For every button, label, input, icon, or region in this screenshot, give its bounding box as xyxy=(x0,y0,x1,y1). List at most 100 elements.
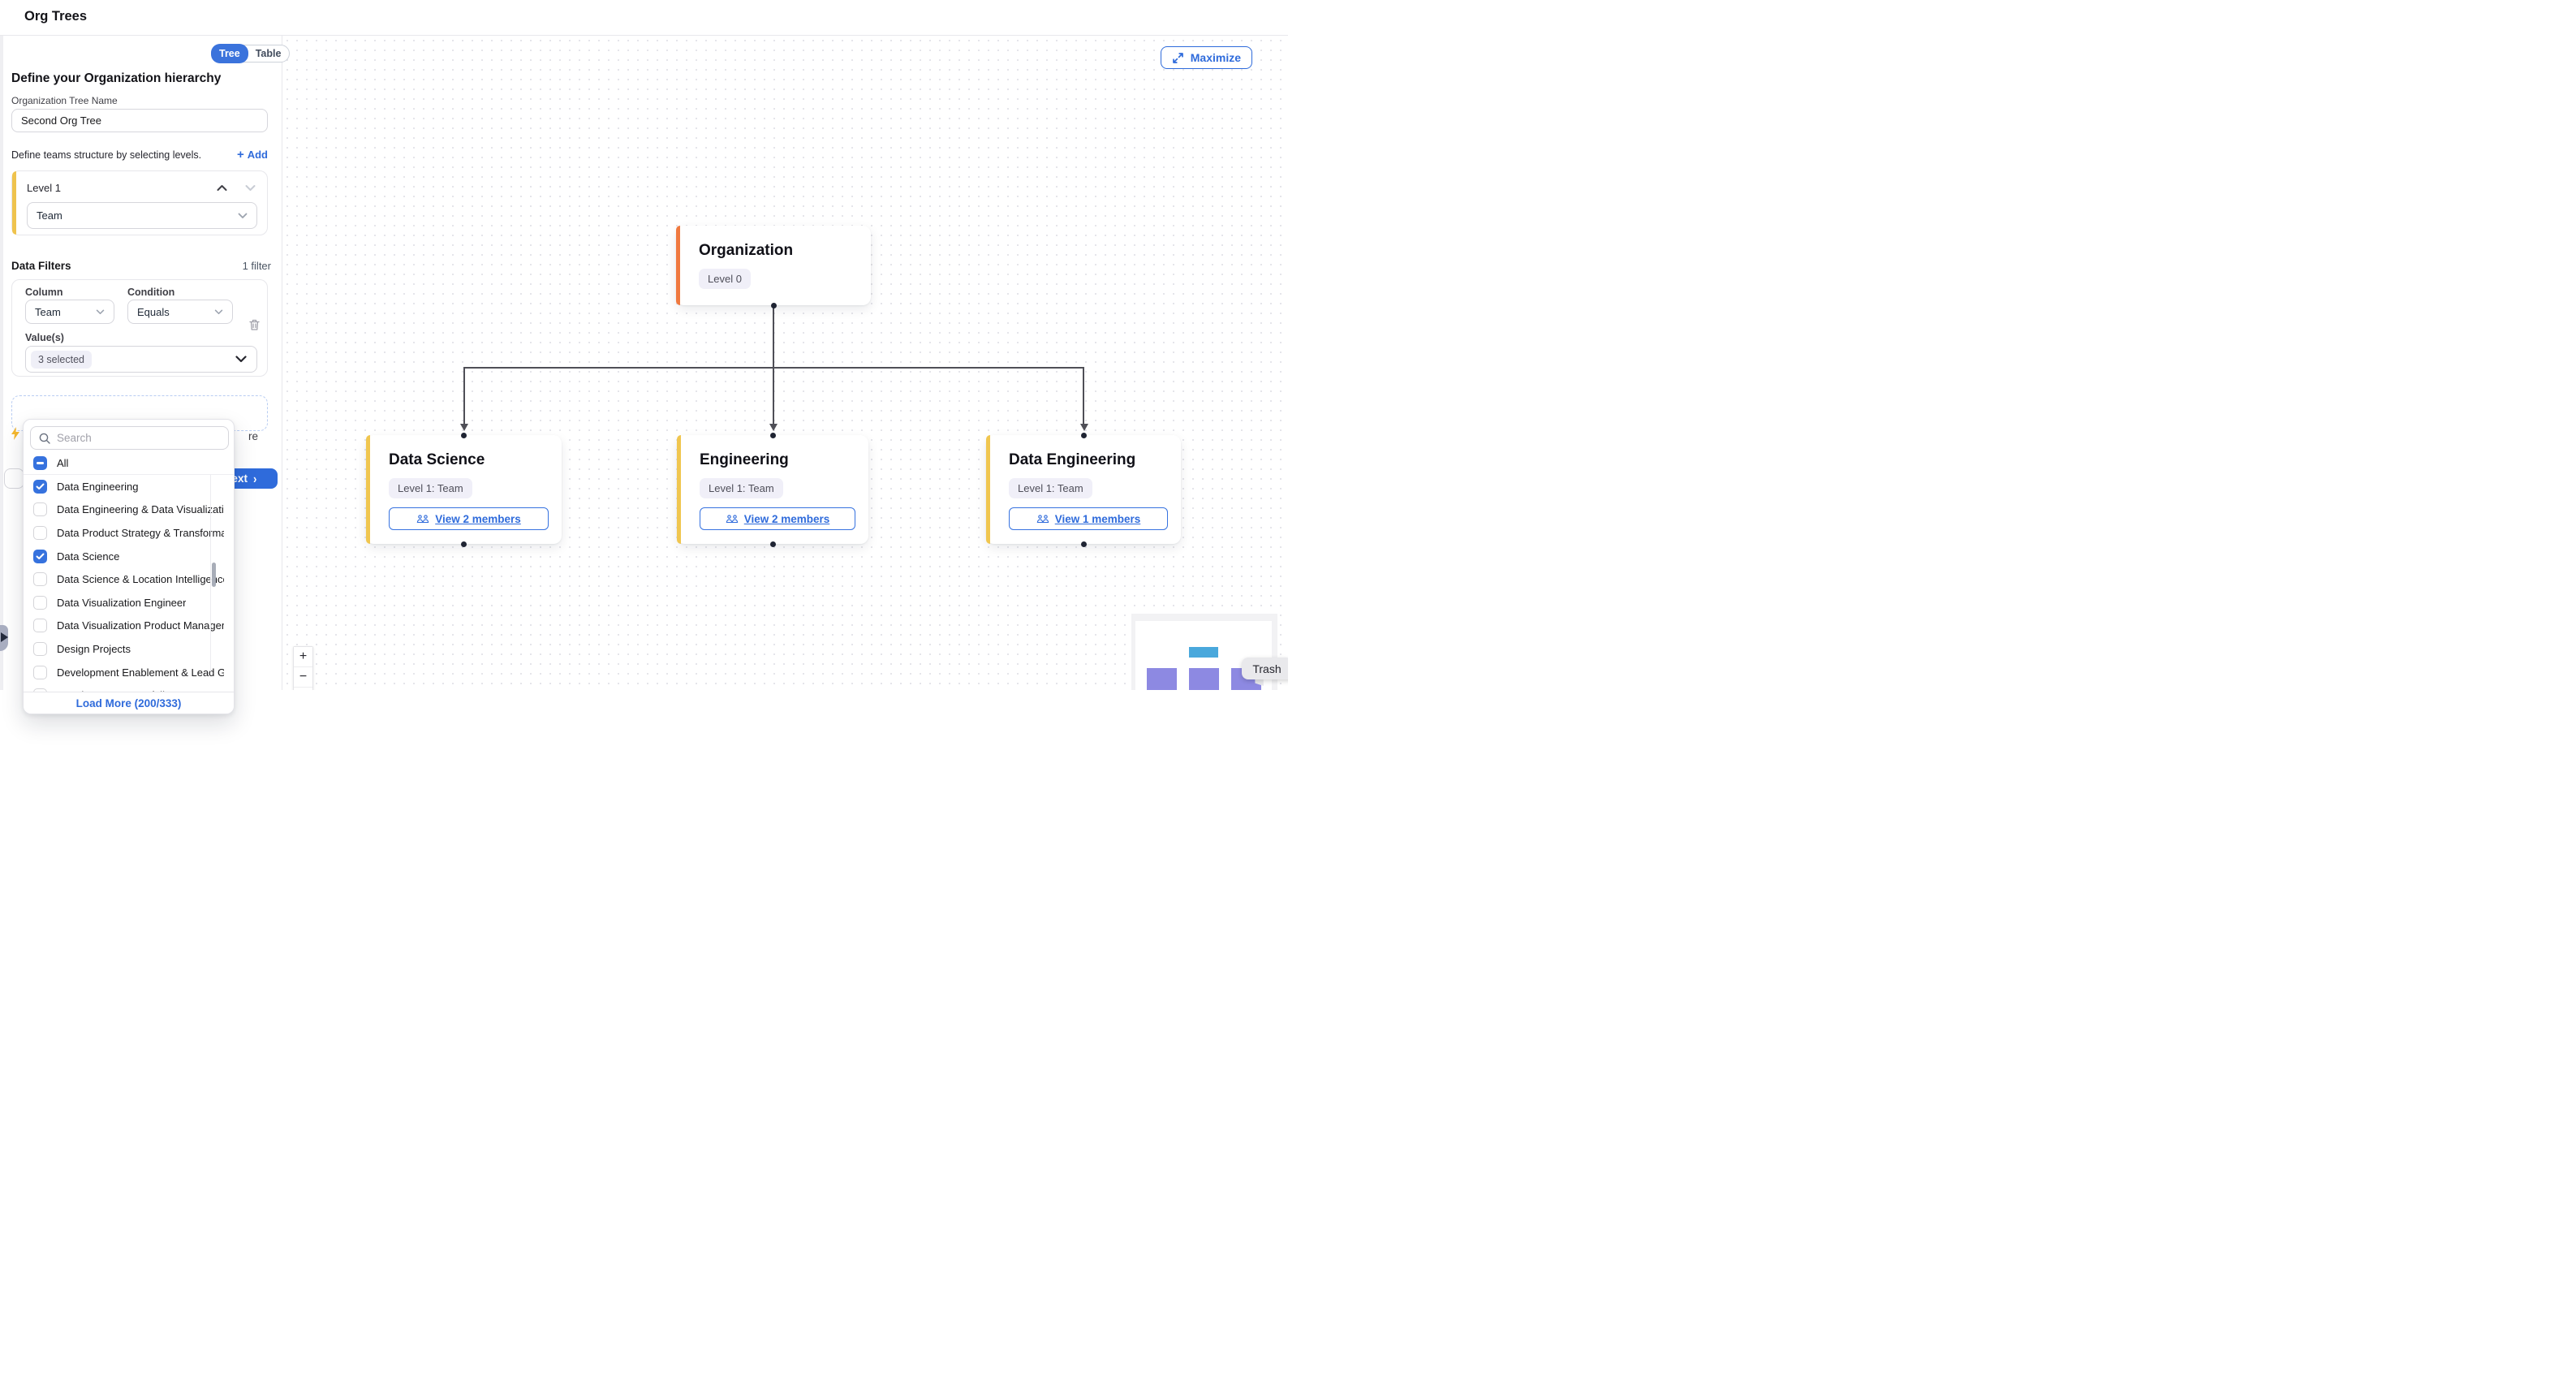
view-members-button[interactable]: View 2 members xyxy=(389,507,549,530)
add-level-button[interactable]: + Add xyxy=(236,148,268,162)
select-all-checkbox[interactable] xyxy=(33,456,47,470)
connector-dot[interactable] xyxy=(1080,432,1087,438)
tree-name-label: Organization Tree Name xyxy=(11,95,118,106)
tree-name-input[interactable] xyxy=(11,109,268,132)
panel-heading: Define your Organization hierarchy xyxy=(11,71,222,85)
edge-drop-right xyxy=(1083,368,1084,425)
checkbox-unchecked[interactable] xyxy=(33,502,47,517)
node-accent-bar xyxy=(677,435,681,544)
level-accent-bar xyxy=(12,171,16,235)
connector-dot[interactable] xyxy=(770,302,777,308)
chevron-down-icon xyxy=(235,356,247,363)
dropdown-search[interactable] xyxy=(30,426,229,450)
load-more-button[interactable]: Load More (200/333) xyxy=(75,696,182,709)
dropdown-footer: Load More (200/333) xyxy=(24,692,234,714)
move-level-up-icon[interactable] xyxy=(217,181,227,196)
org-node-root[interactable]: Organization Level 0 xyxy=(676,226,871,308)
list-item[interactable]: Development Enablement & Lead Ge... xyxy=(24,661,234,684)
condition-select[interactable]: Equals xyxy=(127,300,233,324)
members-icon xyxy=(1036,515,1049,524)
edge-root-vertical xyxy=(773,305,774,368)
minimap-root-node xyxy=(1189,647,1218,658)
delete-filter-icon[interactable] xyxy=(248,318,261,335)
node-accent-bar xyxy=(676,226,680,305)
list-item[interactable]: Data Visualization Engineer xyxy=(24,591,234,615)
edge-drop-center xyxy=(773,368,774,425)
level-card: Level 1 Team xyxy=(11,170,268,235)
select-all-row[interactable]: All xyxy=(24,452,234,475)
node-level-badge: Level 1: Team xyxy=(700,478,783,498)
checkbox-unchecked[interactable] xyxy=(33,595,47,610)
hierarchy-panel: Tree Table Define your Organization hier… xyxy=(3,36,291,714)
filter-count-badge: 1 filter xyxy=(242,260,271,272)
tree-table-toggle[interactable]: Tree Table xyxy=(211,44,291,63)
lightning-icon xyxy=(11,427,20,444)
data-filters-title: Data Filters xyxy=(11,260,71,272)
checkbox-unchecked[interactable] xyxy=(33,665,47,679)
org-chart-canvas[interactable]: Maximize Organization Level 0 Data Scien… xyxy=(282,36,1288,690)
zoom-out-button[interactable]: − xyxy=(294,667,312,688)
minimap[interactable] xyxy=(1131,614,1277,690)
checkbox-unchecked[interactable] xyxy=(33,619,47,633)
checkbox-unchecked[interactable] xyxy=(33,641,47,656)
values-dropdown: All Data Engineering Data Engineering & … xyxy=(23,419,235,714)
toggle-table[interactable]: Table xyxy=(255,48,282,59)
selected-count-chip: 3 selected xyxy=(31,350,92,369)
zoom-in-button[interactable]: + xyxy=(294,647,312,667)
chevron-down-icon xyxy=(214,309,223,314)
edge-drop-left xyxy=(463,368,465,425)
minimap-viewport xyxy=(1135,621,1272,690)
checkbox-checked[interactable] xyxy=(33,549,47,563)
org-node-child[interactable]: Engineering Level 1: Team View 2 members xyxy=(677,432,868,547)
toggle-tree[interactable]: Tree xyxy=(211,44,248,63)
condition-label: Condition xyxy=(127,287,175,298)
list-item-clipped[interactable]: Development & Portfolio Strat... xyxy=(24,684,234,693)
plus-icon: + xyxy=(236,148,244,162)
search-input[interactable] xyxy=(57,432,220,444)
options-list[interactable]: Data Engineering Data Engineering & Data… xyxy=(24,475,234,693)
checkbox-checked[interactable] xyxy=(33,479,47,494)
app-header: Org Trees xyxy=(0,0,1288,36)
minimap-child-node xyxy=(1189,668,1219,690)
back-button-fragment[interactable] xyxy=(4,468,24,489)
fit-view-button[interactable] xyxy=(294,688,312,690)
list-item[interactable]: Data Visualization Product Managem... xyxy=(24,615,234,638)
trash-tooltip: Trash xyxy=(1242,658,1288,679)
connector-dot[interactable] xyxy=(461,432,467,438)
node-title: Engineering xyxy=(700,451,789,468)
chevron-right-icon: › xyxy=(252,471,257,486)
select-all-label: All xyxy=(57,457,69,469)
level-type-select[interactable]: Team xyxy=(27,202,257,229)
edge-arrow-left xyxy=(459,424,468,431)
left-edge-strip xyxy=(0,36,3,690)
collapsed-widget-tab[interactable] xyxy=(0,625,8,651)
column-select[interactable]: Team xyxy=(25,300,114,324)
view-members-button[interactable]: View 2 members xyxy=(700,507,855,530)
connector-dot[interactable] xyxy=(1080,541,1087,547)
list-item[interactable]: Data Engineering & Data Visualization xyxy=(24,498,234,522)
org-node-child[interactable]: Data Science Level 1: Team View 2 member… xyxy=(366,432,562,547)
move-level-down-icon[interactable] xyxy=(245,181,256,196)
checkbox-unchecked[interactable] xyxy=(33,525,47,540)
list-item[interactable]: Data Science & Location Intelligence xyxy=(24,567,234,591)
checkbox-unchecked[interactable] xyxy=(33,572,47,587)
filter-card: Column Condition Team Equals Value(s) 3 … xyxy=(11,279,268,377)
list-item[interactable]: Data Engineering xyxy=(24,475,234,498)
connector-dot[interactable] xyxy=(769,541,776,547)
scrollbar-thumb[interactable] xyxy=(212,563,216,587)
org-node-child[interactable]: Data Engineering Level 1: Team View 1 me… xyxy=(986,432,1181,547)
expand-icon xyxy=(1172,52,1183,63)
list-item[interactable]: Design Projects xyxy=(24,637,234,661)
connector-dot[interactable] xyxy=(461,541,467,547)
list-item[interactable]: Data Science xyxy=(24,545,234,568)
connector-dot[interactable] xyxy=(769,432,776,438)
view-members-button[interactable]: View 1 members xyxy=(1009,507,1168,530)
values-multiselect[interactable]: 3 selected xyxy=(25,346,257,373)
values-label: Value(s) xyxy=(25,332,64,343)
node-accent-bar xyxy=(366,435,370,544)
checkbox-unchecked[interactable] xyxy=(33,688,47,693)
list-item[interactable]: Data Product Strategy & Transformat... xyxy=(24,521,234,545)
maximize-button[interactable]: Maximize xyxy=(1160,46,1252,69)
node-level-badge: Level 0 xyxy=(699,269,751,289)
minimap-child-node xyxy=(1147,668,1177,690)
